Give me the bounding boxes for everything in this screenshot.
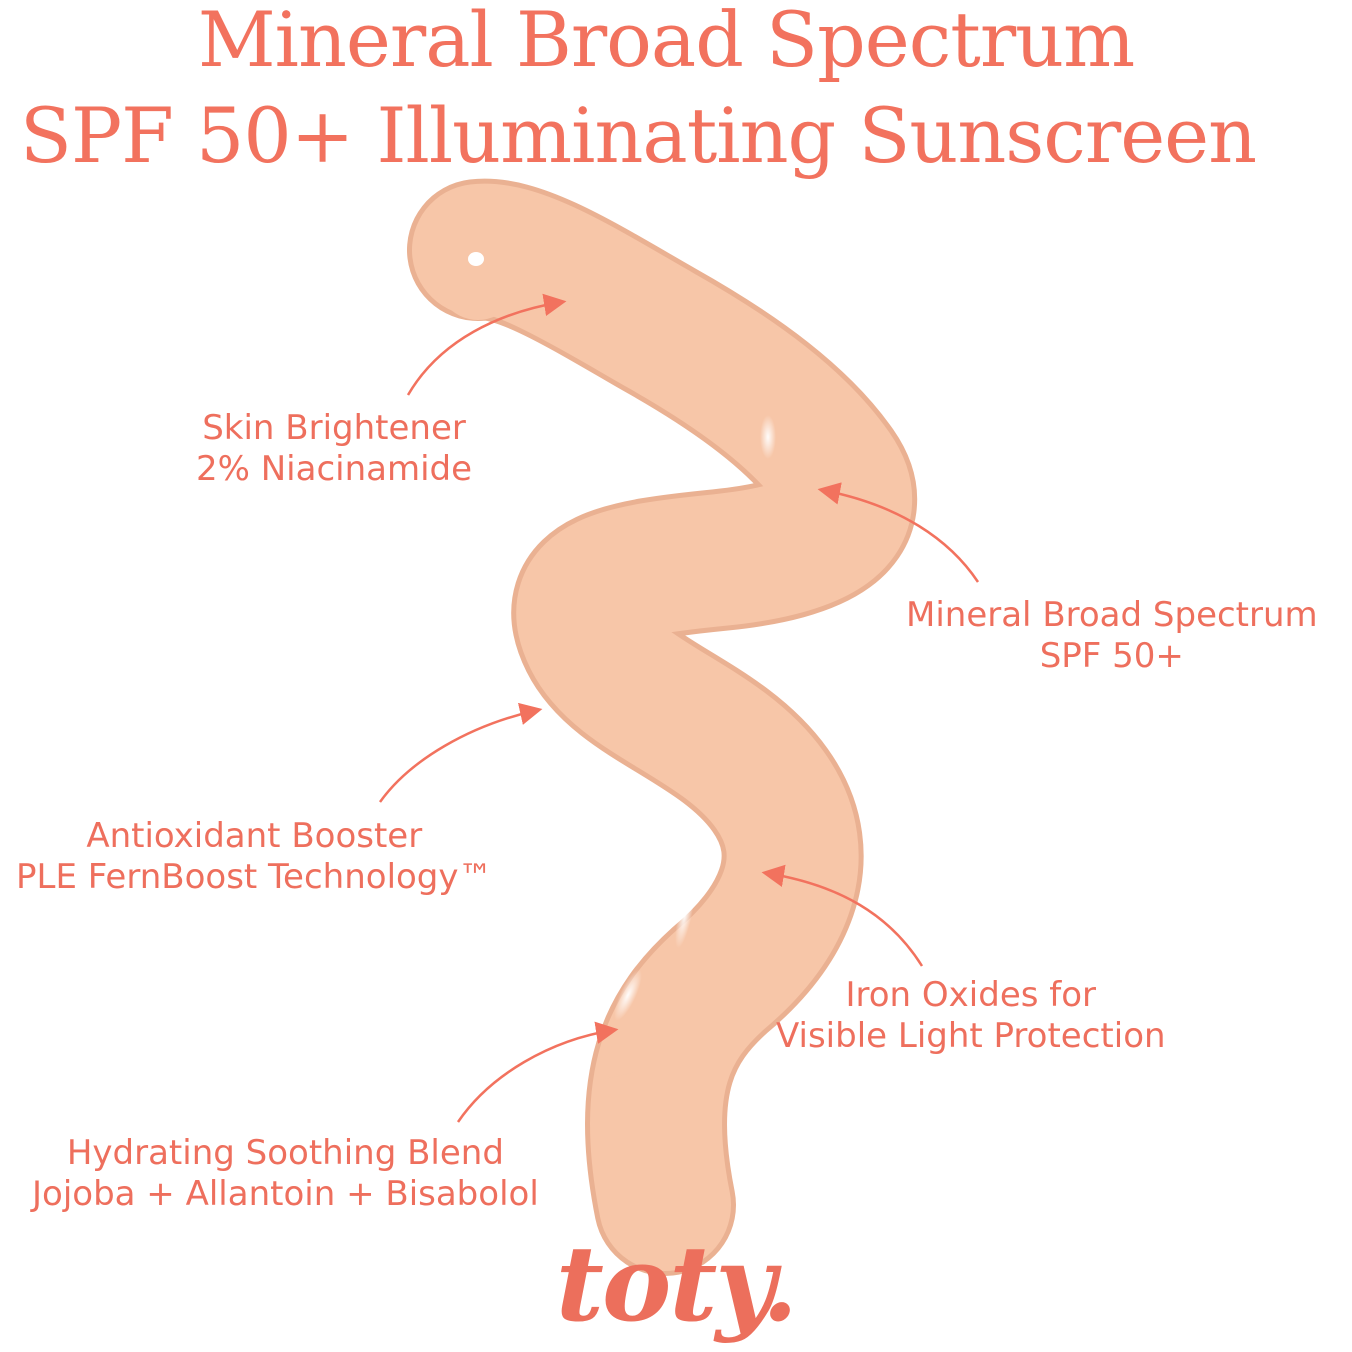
callout-detail: 2% Niacinamide [196, 449, 473, 489]
callout-heading: Iron Oxides for [845, 975, 1097, 1015]
callout-hydrating: Hydrating Soothing Blend Jojoba + Allant… [32, 1133, 539, 1215]
swatch-highlight [675, 881, 695, 949]
callout-iron-oxides: Iron Oxides for Visible Light Protection [776, 975, 1166, 1057]
arrow-skin-brightener [406, 293, 567, 396]
swatch-highlight [468, 252, 484, 266]
swatch-highlight [402, 594, 434, 622]
callout-heading: Antioxidant Booster [86, 816, 423, 856]
sunscreen-swatch [412, 183, 912, 1271]
swatch-highlight [614, 969, 642, 1021]
callout-antioxidant: Antioxidant Booster PLE FernBoost Techno… [16, 816, 493, 898]
callout-heading: Skin Brightener [202, 408, 466, 448]
arrow-iron-oxides [761, 864, 924, 967]
swatch-tail [597, 1060, 690, 1205]
callout-heading: Hydrating Soothing Blend [66, 1133, 504, 1173]
callout-detail: PLE FernBoost Technology™ [16, 857, 493, 897]
swatch-highlight [760, 415, 776, 459]
arrow-antioxidant [378, 702, 543, 803]
brand-logo: toty. [555, 1222, 798, 1345]
callout-detail: Jojoba + Allantoin + Bisabolol [32, 1174, 539, 1214]
arrow-hydrating [456, 1021, 619, 1123]
page-title-line-1: Mineral Broad Spectrum [197, 0, 1135, 84]
callout-mineral-spf: Mineral Broad Spectrum SPF 50+ [906, 595, 1318, 677]
callout-detail: SPF 50+ [1039, 636, 1184, 676]
callout-skin-brightener: Skin Brightener 2% Niacinamide [196, 408, 472, 490]
callout-heading: Mineral Broad Spectrum [906, 595, 1318, 635]
page-title-line-2: SPF 50+ Illuminating Sunscreen [19, 91, 1257, 180]
callout-detail: Visible Light Protection [776, 1016, 1166, 1056]
arrow-mineral-spf [817, 482, 980, 583]
